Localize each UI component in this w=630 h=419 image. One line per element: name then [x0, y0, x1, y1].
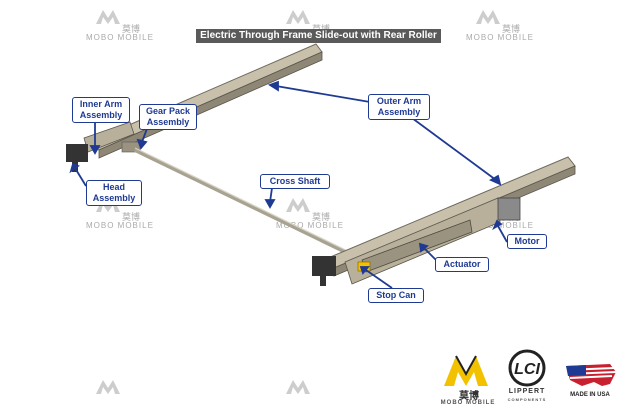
diagram-title: Electric Through Frame Slide-out with Re…	[196, 29, 441, 43]
callout-outer-arm-assembly: Outer Arm Assembly	[368, 94, 430, 120]
mobo-logo-icon	[444, 355, 488, 386]
callout-head-assembly: Head Assembly	[86, 180, 142, 206]
made-in-usa-text: MADE IN USA	[570, 392, 610, 398]
made-in-usa-logo: MADE IN USA	[562, 360, 618, 410]
svg-text:LCI: LCI	[514, 361, 540, 378]
lippert-sub: COMPONENTS	[507, 397, 547, 402]
callout-line-1: Cross Shaft	[269, 176, 321, 186]
lippert-logo: LCI LIPPERT COMPONENTS	[504, 348, 550, 410]
leader-lines	[69, 80, 508, 289]
watermark-brand: MOBO MOBILE	[86, 221, 154, 230]
cross-shaft-line	[134, 148, 359, 260]
callout-line-2: Assembly	[92, 193, 136, 203]
mobo-logo-cn: 莫博	[459, 391, 479, 402]
watermark-logo-icon: 莫博 MOBO MOBILE	[276, 198, 344, 230]
watermark-cn: 莫博	[502, 23, 520, 34]
head-assembly-left	[66, 144, 88, 162]
callout-inner-arm-assembly: Inner Arm Assembly	[72, 97, 130, 123]
watermark-brand: MOBO MOBILE	[86, 33, 154, 42]
callout-line-1: Inner Arm	[79, 99, 123, 109]
lippert-logo-icon: LCI	[508, 349, 546, 387]
callout-line-1: Stop Can	[376, 290, 416, 300]
callout-line-1: Motor	[514, 236, 540, 246]
watermark-logo-icon	[286, 380, 310, 394]
outer-rail-assembly	[312, 156, 576, 286]
callout-cross-shaft: Cross Shaft	[260, 174, 330, 189]
callout-gear-pack-assembly: Gear Pack Assembly	[139, 104, 197, 130]
watermark-logo-icon	[96, 380, 120, 394]
callout-actuator: Actuator	[435, 257, 489, 272]
callout-stop-can: Stop Can	[368, 288, 424, 303]
usa-flag-map-icon	[565, 364, 617, 386]
watermark-logo-icon: 莫博 MOBO MOBILE	[86, 198, 154, 230]
motor-body	[497, 197, 521, 221]
callout-line-2: Assembly	[377, 107, 421, 117]
mobo-logo-brand: MOBO MOBILE	[440, 400, 496, 406]
watermark-logo-icon: 莫博 MOBO MOBILE	[466, 10, 534, 42]
watermark-logo-icon: 莫博 MOBO MOBILE	[86, 10, 154, 42]
head-assembly-right	[312, 256, 336, 276]
watermark-cn: 莫博	[312, 23, 330, 34]
callout-line-2: Assembly	[79, 110, 123, 120]
callout-line-1: Actuator	[443, 259, 481, 269]
callout-line-1: Outer Arm	[376, 96, 422, 106]
watermark-brand: MOBO MOBILE	[276, 221, 344, 230]
lippert-name: LIPPERT	[508, 388, 546, 395]
callout-line-1: Head	[102, 182, 125, 192]
callout-motor: Motor	[507, 234, 547, 249]
callout-line-2: Assembly	[146, 117, 190, 127]
mobo-logo: 莫博 MOBO MOBILE	[440, 350, 496, 410]
callout-line-1: Gear Pack	[145, 106, 191, 116]
watermark-cn: 莫博	[312, 211, 330, 222]
watermark-cn: 莫博	[122, 23, 140, 34]
watermark-cn: 莫博	[122, 211, 140, 222]
watermark-brand: MOBO MOBILE	[466, 33, 534, 42]
